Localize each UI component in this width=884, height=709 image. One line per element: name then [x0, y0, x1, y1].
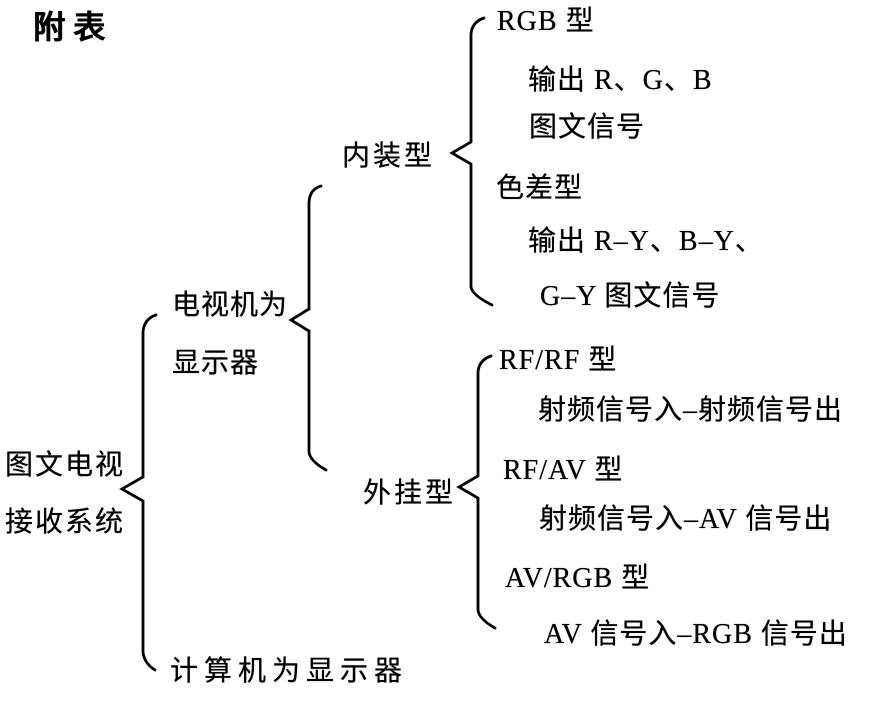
type-rf-rf-name: RF/RF 型 — [499, 345, 618, 376]
root-label-line2: 接收系统 — [5, 507, 126, 538]
type-rf-av-name: RF/AV 型 — [503, 455, 624, 486]
page-title: 附表 — [33, 9, 114, 45]
type-rgb-detail-line1: 输出 R、G、B — [528, 65, 713, 96]
type-rgb-detail-line2: 图文信号 — [529, 112, 646, 143]
built-in-brace — [449, 16, 494, 307]
type-rf-av-detail: 射频信号入–AV 信号出 — [539, 504, 833, 535]
branch-tv-display-line1: 电视机为 — [172, 290, 289, 321]
type-av-rgb-detail: AV 信号入–RGB 信号出 — [544, 619, 848, 650]
external-brace — [456, 354, 497, 630]
type-rgb-name: RGB 型 — [497, 6, 595, 37]
root-brace — [119, 313, 158, 672]
tv-display-brace — [288, 184, 328, 472]
group-built-in-label: 内装型 — [342, 141, 436, 172]
group-external-label: 外挂型 — [363, 478, 457, 509]
branch-computer-display: 计算机为显示器 — [170, 656, 409, 687]
type-color-diff-detail-line1: 输出 R–Y、B–Y、 — [528, 226, 764, 257]
type-av-rgb-name: AV/RGB 型 — [505, 563, 651, 594]
type-rf-rf-detail: 射频信号入–射频信号出 — [538, 395, 844, 426]
type-color-diff-name: 色差型 — [496, 173, 584, 204]
type-color-diff-detail-line2: G–Y 图文信号 — [540, 281, 721, 312]
root-label-line1: 图文电视 — [5, 450, 126, 481]
branch-tv-display-line2: 显示器 — [172, 348, 260, 379]
